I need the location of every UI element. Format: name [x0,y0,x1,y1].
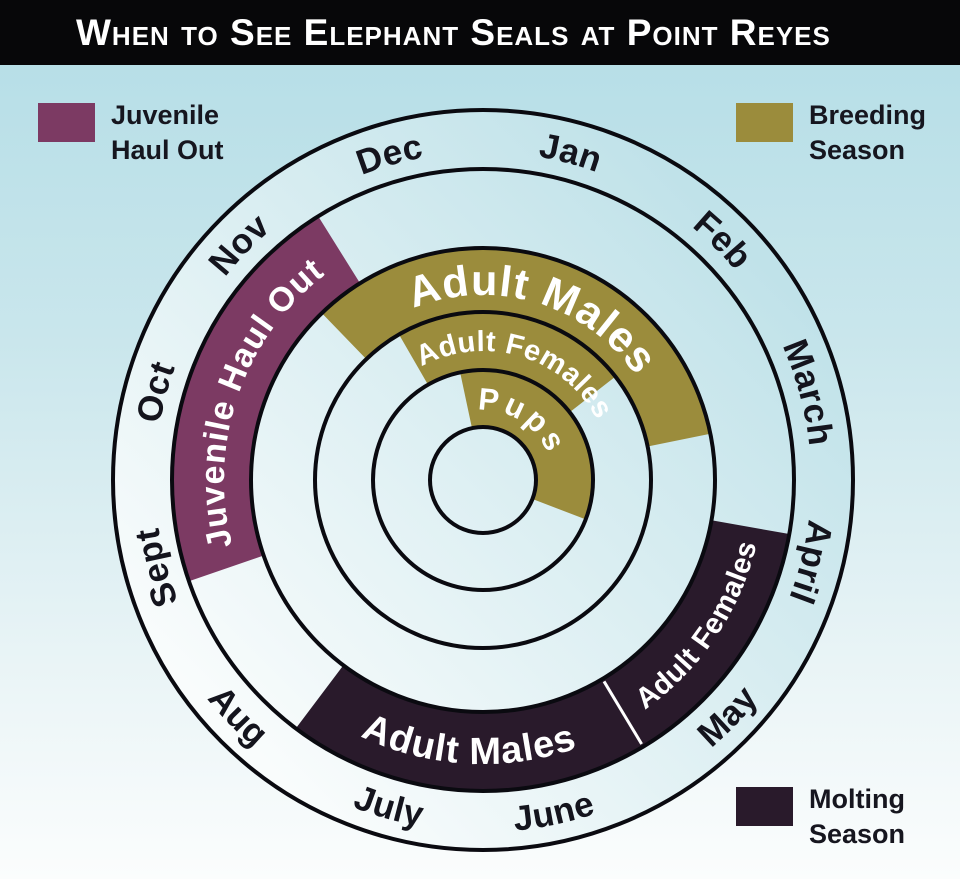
arc-breeding-adult-males [321,247,711,447]
page-title: When to See Elephant Seals at Point Reye… [76,11,831,53]
ring-outline [313,310,653,650]
ring-outline [371,368,595,592]
molting-arc-separator [602,680,643,745]
breeding-legend-label: Breeding Season [809,100,927,166]
ring-outline [170,167,796,793]
legend-molting-season: Molting Season [736,782,905,852]
juvenile-legend-label: Juvenile Haul Out [111,100,224,166]
ring-fill [430,427,536,533]
ring-outline [249,246,717,714]
arc-juvenile-haul-out-juvenile-haul-out [171,216,361,582]
arc-breeding-adult-females [399,312,616,413]
ring-outline [428,425,538,535]
molting-legend-label: Molting Season [809,784,906,850]
legend-breeding-season: Breeding Season [736,98,926,168]
title-bar: When to See Elephant Seals at Point Reye… [0,0,960,65]
legend-juvenile-haul-out: Juvenile Haul Out [38,98,224,168]
juvenile-color-swatch [38,103,95,142]
arc-molting-adult-males [295,665,644,791]
arc-molting-adult-females [602,520,790,747]
molting-color-swatch [736,787,793,826]
arc-breeding-pups [460,370,593,520]
ring-outline [111,108,855,852]
breeding-color-swatch [736,103,793,142]
